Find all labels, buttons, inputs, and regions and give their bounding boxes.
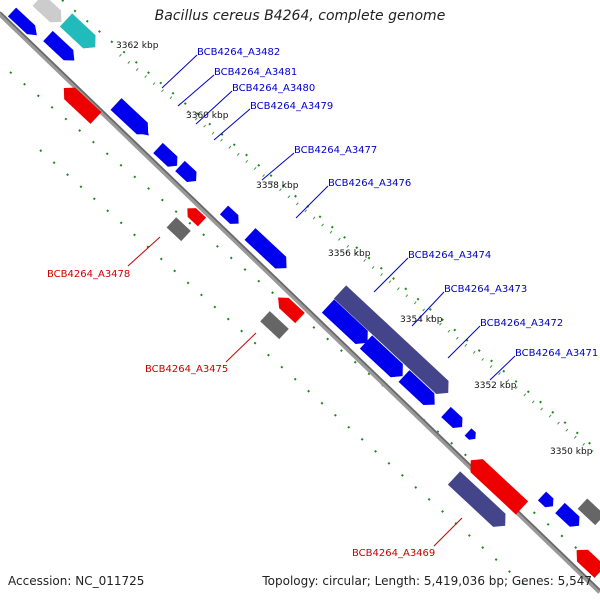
kbp-label: 3362 kbp — [116, 41, 159, 51]
reverse-gene-labels: BCB4264_A3478 BCB4264_A3475 BCB4264_A346… — [47, 236, 463, 559]
kbp-label: 3350 kbp — [550, 447, 593, 457]
gene-label[interactable]: BCB4264_A3477 — [294, 145, 377, 156]
gene-label[interactable]: BCB4264_A3474 — [408, 250, 491, 261]
kbp-label: 3358 kbp — [256, 181, 299, 191]
accession-label: Accession: NC_011725 — [8, 574, 145, 588]
topology-label: Topology: circular; Length: 5,419,036 bp… — [262, 574, 592, 588]
reverse-gene-arrows — [63, 87, 600, 578]
genome-title: Bacillus cereus B4264, complete genome — [154, 8, 446, 24]
kbp-labels: 3362 kbp 3360 kbp 3358 kbp 3356 kbp 3354… — [116, 41, 593, 457]
kbp-label: 3352 kbp — [474, 381, 517, 391]
forward-gene-labels: BCB4264_A3482 BCB4264_A3481 BCB4264_A348… — [161, 47, 598, 381]
gene-label[interactable]: BCB4264_A3479 — [250, 101, 333, 112]
kbp-label: 3356 kbp — [328, 249, 371, 259]
gene-label[interactable]: BCB4264_A3469 — [352, 548, 435, 559]
kbp-label: 3354 kbp — [400, 315, 443, 325]
gene-label[interactable]: BCB4264_A3480 — [232, 83, 315, 94]
gene-label[interactable]: BCB4264_A3475 — [145, 364, 228, 375]
other-gene-arrows — [32, 0, 96, 49]
gene-label[interactable]: BCB4264_A3478 — [47, 269, 130, 280]
kbp-label: 3360 kbp — [186, 111, 229, 121]
scale-ticks — [9, 0, 600, 591]
gene-label[interactable]: BCB4264_A3473 — [444, 284, 527, 295]
gene-label[interactable]: BCB4264_A3472 — [480, 318, 563, 329]
purple-gene-arrows — [333, 285, 506, 527]
forward-gene-arrows — [7, 7, 580, 527]
gene-label[interactable]: BCB4264_A3482 — [197, 47, 280, 58]
gene-label[interactable]: BCB4264_A3471 — [515, 348, 598, 359]
gene-label[interactable]: BCB4264_A3481 — [214, 67, 297, 78]
gene-label[interactable]: BCB4264_A3476 — [328, 178, 411, 189]
